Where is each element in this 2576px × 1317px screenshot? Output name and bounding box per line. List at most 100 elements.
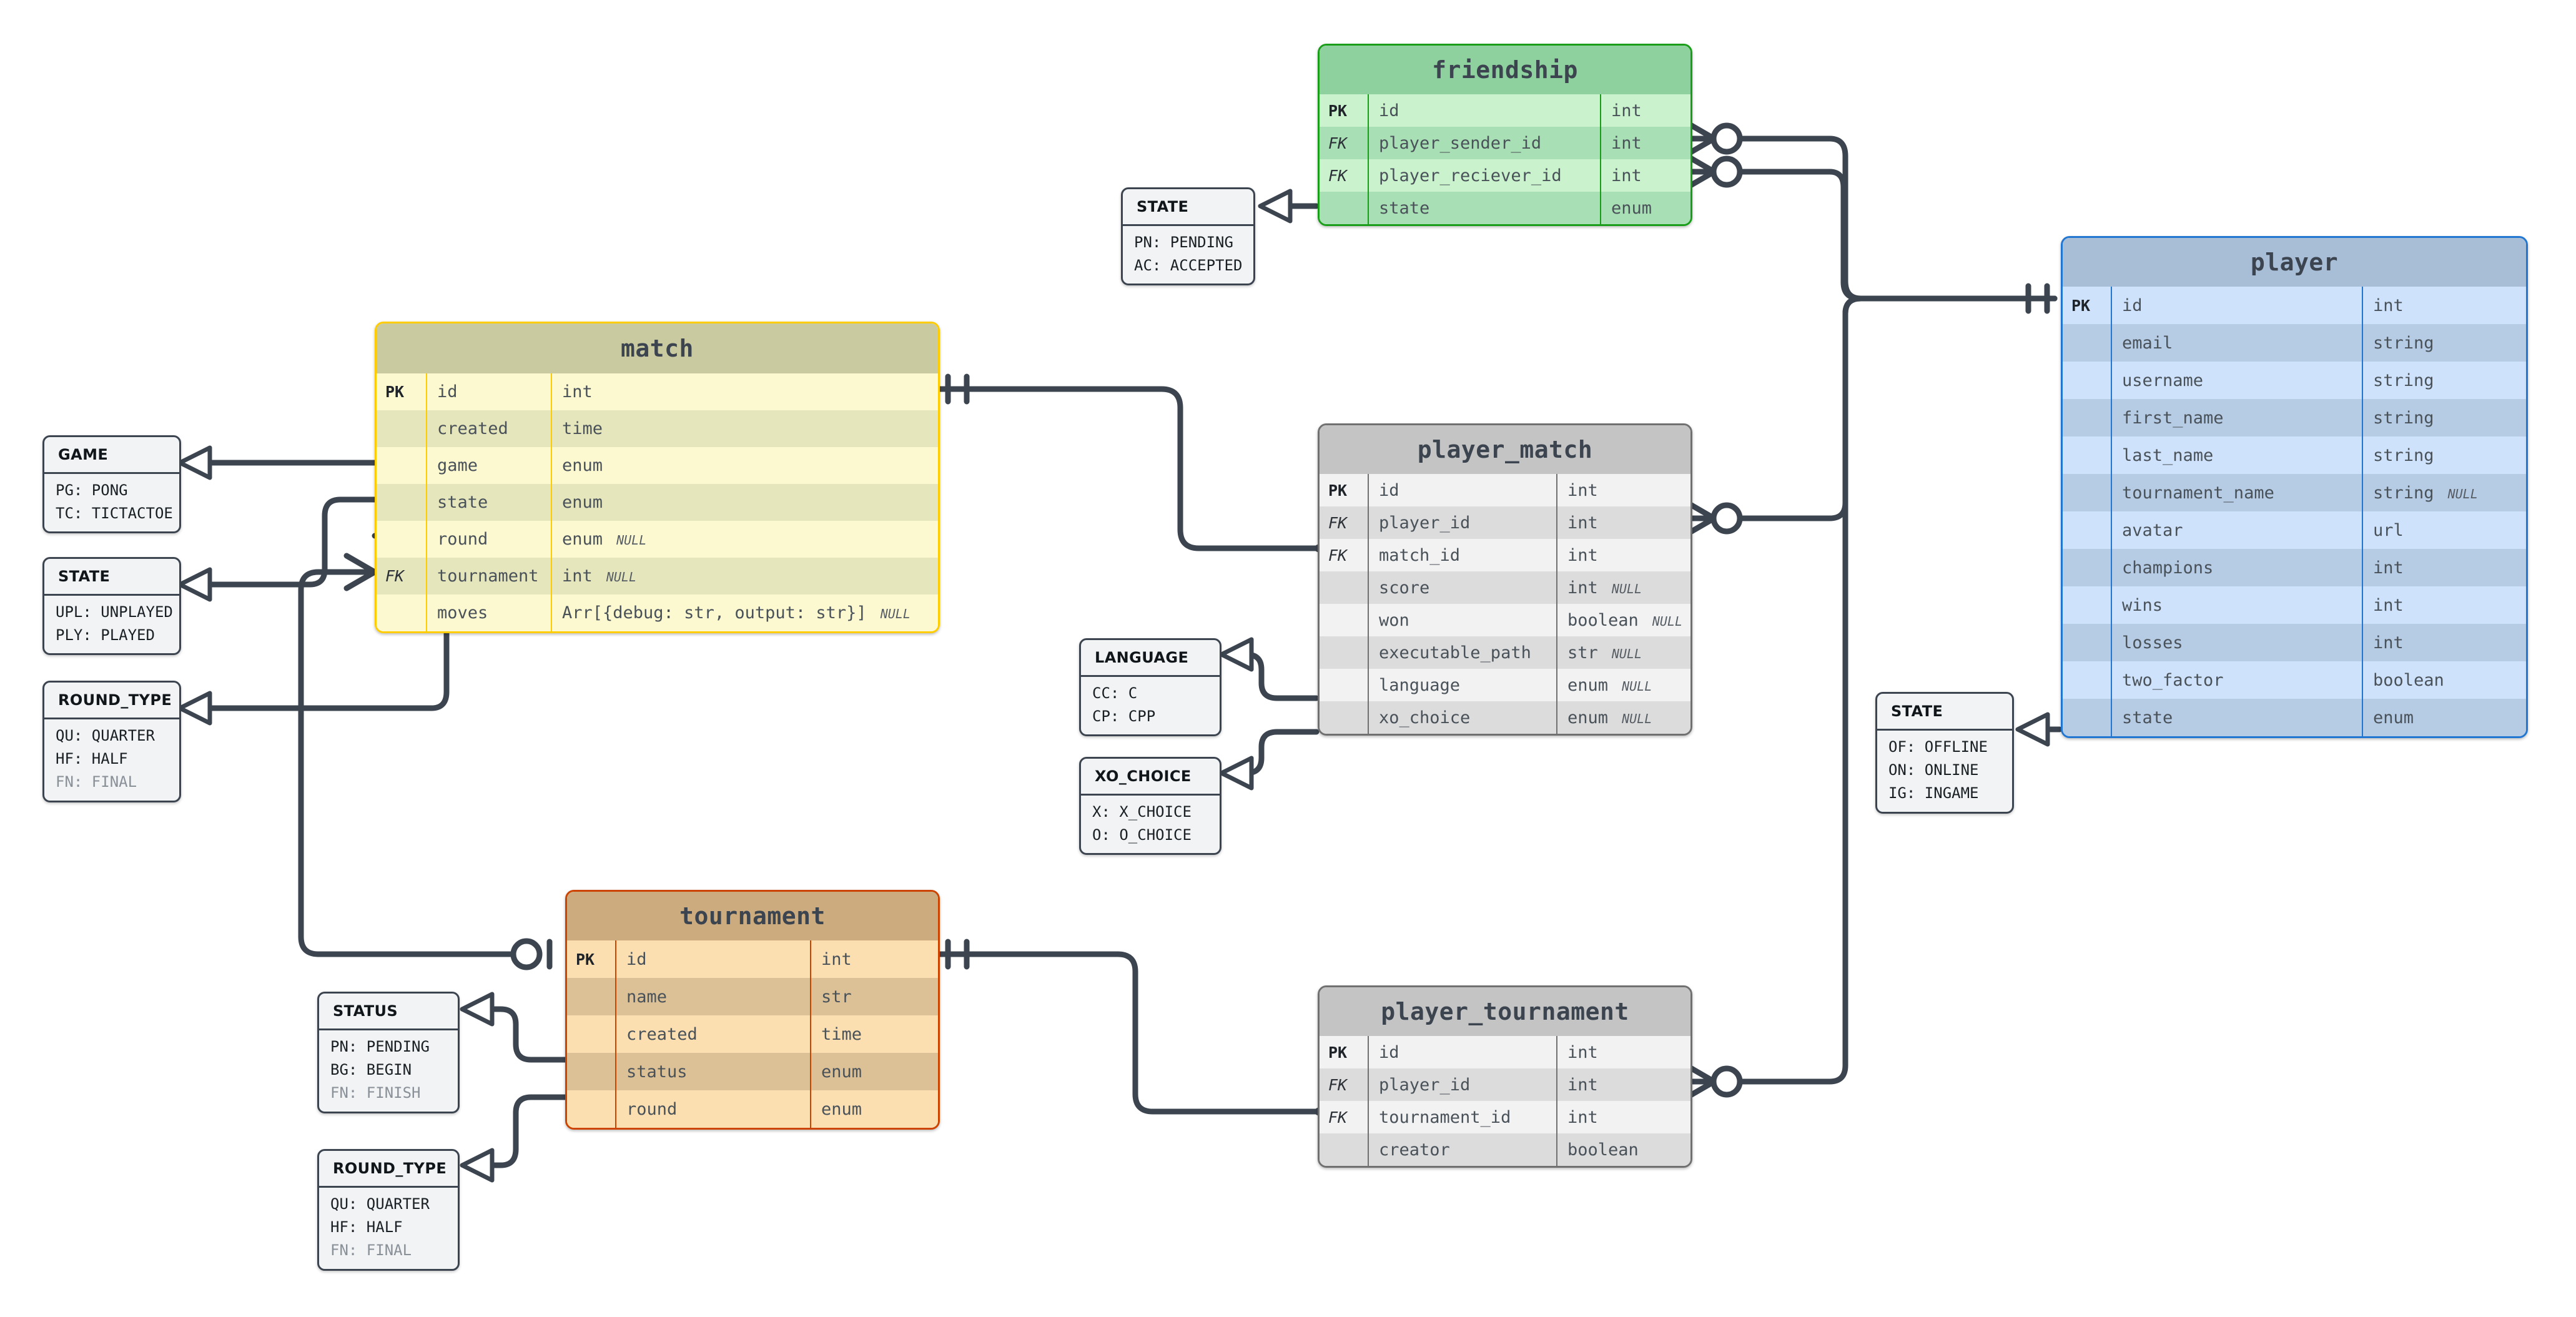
attribute-key-badge — [567, 978, 616, 1015]
enum-entry: HF: HALF — [56, 750, 128, 768]
enum-entry: UPL: UNPLAYED — [56, 603, 173, 621]
attribute-type: enum — [2362, 699, 2526, 736]
arrowhead-enum-round-match — [177, 691, 212, 726]
attribute-type: int — [2362, 624, 2526, 661]
rel-match-player-match — [937, 386, 1320, 551]
enum-note-title: ROUND_TYPE — [44, 683, 179, 719]
attribute-name: id — [1368, 94, 1601, 127]
attribute-name: round — [616, 1090, 811, 1128]
crowfoot-friendship-receiver — [1683, 152, 1743, 191]
attribute-type-text: int — [1567, 545, 1598, 565]
enum-entry: PN: PENDING — [1134, 234, 1233, 251]
attribute-key-badge: FK — [1320, 159, 1369, 192]
attribute-key-badge — [1320, 636, 1369, 669]
enum-entry: AC: ACCEPTED — [1134, 257, 1243, 275]
attribute-key-badge — [2063, 586, 2112, 624]
enum-note-title: STATE — [1877, 694, 2012, 731]
attribute-type-text: boolean — [1567, 1140, 1639, 1160]
entity-title-player_match: player_match — [1320, 425, 1690, 474]
rel-player-tournament-player — [1739, 295, 2058, 1085]
enum-note-body: PN: PENDING AC: ACCEPTED — [1123, 226, 1253, 284]
attribute-type-text: enum — [1567, 675, 1609, 695]
attribute-type: url — [2362, 511, 2526, 549]
attribute-name: player_id — [1368, 506, 1557, 539]
attribute-name: last_name — [2111, 437, 2363, 474]
attribute-name: avatar — [2111, 511, 2363, 549]
enum-entry: IG: INGAME — [1888, 784, 1979, 802]
entity-title-tournament: tournament — [567, 892, 938, 940]
entity-title-player_tournament: player_tournament — [1320, 987, 1690, 1036]
rel-tournament-player-tournament — [937, 951, 1320, 1115]
enum-entry: PG: PONG — [56, 481, 128, 499]
crowfoot-friendship-sender — [1683, 119, 1743, 158]
attribute-type: str — [811, 978, 938, 1015]
attribute-type-text: int — [1567, 1042, 1598, 1062]
entity-title-match: match — [377, 323, 938, 373]
attribute-type: enum — [811, 1053, 938, 1090]
marker-tournament-exactly-one — [945, 939, 970, 970]
enum-note-title: STATUS — [319, 994, 458, 1030]
attribute-type-text: int — [1567, 578, 1598, 598]
attribute-type-text: enum — [562, 493, 603, 512]
attribute-name: player_id — [1368, 1068, 1557, 1101]
arrowhead-enum-language — [1219, 637, 1254, 672]
